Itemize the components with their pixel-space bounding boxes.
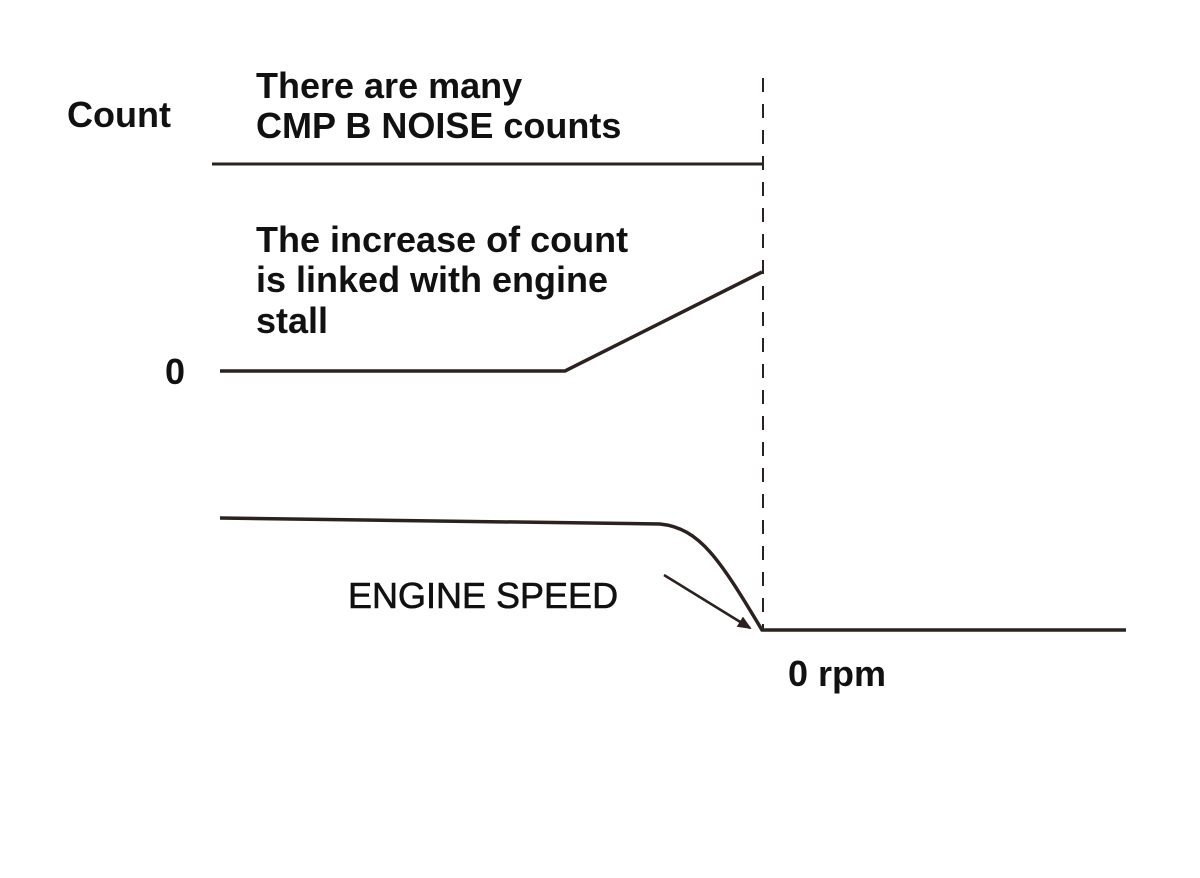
noise-annotation-line-1: There are many [256,65,523,106]
count-increase-annotation: The increase of count is linked with eng… [256,219,629,341]
noise-count-annotation: There are many CMP B NOISE counts [256,65,622,147]
count-axis-label: Count [67,94,171,135]
noise-annotation-line-2: CMP B NOISE counts [256,105,622,147]
engine-speed-arrow [663,573,752,630]
count-zero-label: 0 [165,351,186,392]
increase-annotation-line-1: The increase of count [256,219,629,260]
engine-speed-label: ENGINE SPEED [348,575,619,616]
increase-annotation-line-2: is linked with engine [256,259,609,301]
count-increase-line [220,270,763,373]
engine-speed-curve [219,516,1126,632]
increase-annotation-line-3: stall [256,299,329,341]
zero-rpm-label: 0 rpm [788,653,887,694]
